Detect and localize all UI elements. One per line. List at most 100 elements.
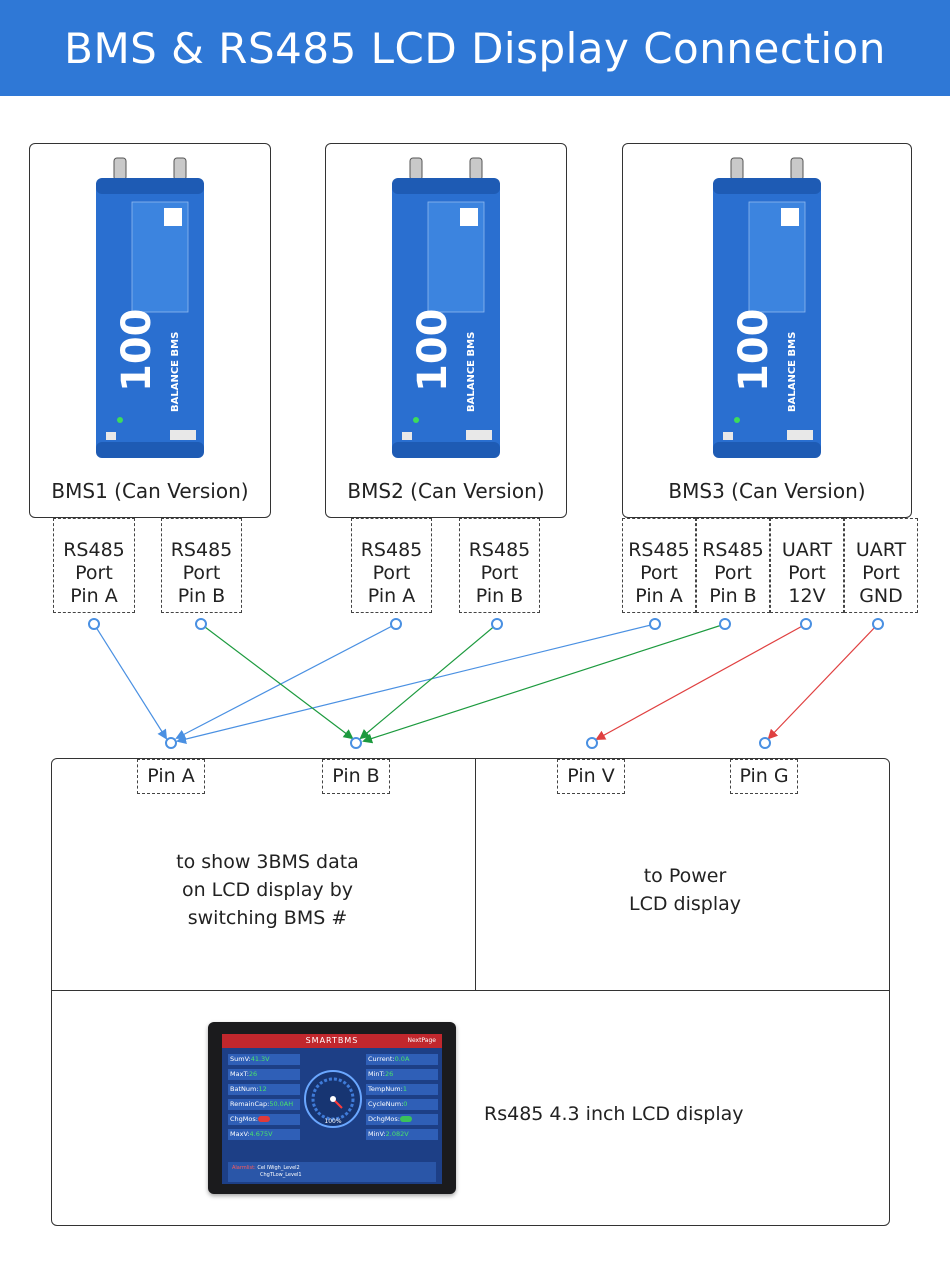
link-pin-a — [176, 623, 656, 744]
bms-device-text: BALANCE BMS — [466, 332, 477, 412]
terminal — [649, 618, 661, 630]
link-pin-b — [359, 623, 498, 740]
terminal — [872, 618, 884, 630]
link-pin-b — [362, 623, 726, 744]
lcd-pin-g: Pin G — [730, 759, 798, 794]
lcd-row: MaxV:4.675V — [228, 1129, 300, 1140]
bms-device-text: BALANCE BMS — [170, 332, 181, 412]
title-banner: BMS & RS485 LCD Display Connection — [0, 0, 950, 96]
bms-unit-2: 100 BALANCE BMS BMS2 (Can Version) — [325, 143, 567, 518]
port-label-line: RS485 — [360, 539, 423, 561]
port-label-line: Pin A — [70, 585, 118, 607]
link-pin-b — [200, 623, 354, 740]
port-label-line: UART — [781, 539, 833, 561]
desc-line: LCD display — [629, 893, 741, 915]
port-label-line: 12V — [788, 585, 826, 607]
port-bms3-uart-gnd: UART Port GND — [844, 518, 918, 613]
lcd-row: MaxT:26 — [228, 1069, 300, 1080]
lcd-row: Current:0.0A — [366, 1054, 438, 1065]
lcd-row: ChgMos: — [228, 1114, 300, 1125]
lcd-pin-b: Pin B — [322, 759, 390, 794]
port-label-line: Port — [182, 562, 221, 584]
terminal — [390, 618, 402, 630]
port-label-line: Pin A — [635, 585, 683, 607]
bms-label: BMS1 (Can Version) — [51, 479, 249, 503]
port-bms2-rs485-b: RS485 Port Pin B — [459, 518, 540, 613]
port-bms1-rs485-b: RS485 Port Pin B — [161, 518, 242, 613]
port-label-line: Port — [480, 562, 519, 584]
port-bms2-rs485-a: RS485 Port Pin A — [351, 518, 432, 613]
terminal — [88, 618, 100, 630]
port-label-line: Port — [862, 562, 900, 584]
lcd-row: TempNum:1 — [366, 1084, 438, 1095]
link-pin-a — [93, 623, 168, 740]
desc-line: to Power — [643, 865, 727, 887]
link-power-v — [595, 623, 807, 740]
divider — [475, 758, 476, 990]
port-label-line: RS485 — [63, 539, 125, 561]
lcd-row: DchgMos: — [366, 1114, 438, 1125]
lcd-next-page: NextPage — [407, 1037, 436, 1044]
bms-label: BMS2 (Can Version) — [347, 479, 545, 503]
port-label-line: RS485 — [468, 539, 531, 561]
port-label-line: Pin B — [177, 585, 226, 607]
soc-value: 100% — [324, 1118, 341, 1125]
lcd-title: SMARTBMS — [305, 1036, 359, 1045]
terminal — [586, 737, 598, 749]
svg-text:100: 100 — [410, 309, 456, 393]
lcd-row: CycleNum:0 — [366, 1099, 438, 1110]
port-label-line: Pin B — [709, 585, 757, 607]
desc-line: on LCD display by — [181, 879, 354, 901]
lcd-alarm-list: Alarmlist: Cel lWigh_Level2 ChgTLow_Leve… — [228, 1162, 436, 1182]
page-title: BMS & RS485 LCD Display Connection — [64, 23, 886, 73]
data-description: to show 3BMS data on LCD display by swit… — [140, 848, 395, 932]
soc-gauge: 100% — [304, 1070, 362, 1128]
port-label-line: Pin A — [367, 585, 416, 607]
desc-line: switching BMS # — [187, 907, 348, 929]
port-label-line: GND — [859, 585, 903, 607]
port-label-line: Port — [75, 562, 113, 584]
lcd-display-image: SMARTBMS NextPage SumV:41.3V MaxT:26 Bat… — [208, 1022, 456, 1194]
lcd-caption: Rs485 4.3 inch LCD display — [484, 1103, 744, 1125]
terminal — [719, 618, 731, 630]
terminal — [195, 618, 207, 630]
svg-text:100: 100 — [731, 309, 777, 393]
lcd-row: SumV:41.3V — [228, 1054, 300, 1065]
lcd-connection-panel — [51, 758, 890, 1226]
port-bms3-rs485-a: RS485 Port Pin A — [622, 518, 696, 613]
bms-device-image: 100 BALANCE BMS — [392, 157, 500, 458]
port-bms3-uart-12v: UART Port 12V — [770, 518, 844, 613]
lcd-screen: SMARTBMS NextPage SumV:41.3V MaxT:26 Bat… — [222, 1034, 442, 1184]
bms-unit-1: 100 BALANCE BMS BMS1 (Can Version) — [29, 143, 271, 518]
port-label-line: Port — [788, 562, 826, 584]
port-label-line: Port — [640, 562, 678, 584]
terminal — [759, 737, 771, 749]
terminal — [165, 737, 177, 749]
svg-text:100: 100 — [114, 309, 160, 393]
port-bms1-rs485-a: RS485 Port Pin A — [53, 518, 135, 613]
bms-label: BMS3 (Can Version) — [668, 479, 866, 503]
link-power-g — [767, 623, 879, 740]
port-label-line: Port — [714, 562, 752, 584]
terminal — [350, 737, 362, 749]
link-pin-a — [175, 623, 397, 739]
port-bms3-rs485-b: RS485 Port Pin B — [696, 518, 770, 613]
lcd-topbar: SMARTBMS NextPage — [222, 1034, 442, 1048]
port-label-line: RS485 — [702, 539, 764, 561]
desc-line: to show 3BMS data — [176, 851, 359, 873]
lcd-row: MinV:2.082V — [366, 1129, 438, 1140]
bms-device-image: 100 BALANCE BMS — [713, 157, 821, 458]
port-label-line: UART — [855, 539, 907, 561]
bms-device-text: BALANCE BMS — [787, 332, 798, 412]
lcd-pin-v: Pin V — [557, 759, 625, 794]
power-description: to Power LCD display — [585, 862, 785, 918]
port-label-line: RS485 — [628, 539, 690, 561]
lcd-row: BatNum:12 — [228, 1084, 300, 1095]
bms-device-image: 100 BALANCE BMS — [96, 157, 204, 458]
bms-unit-3: 100 BALANCE BMS BMS3 (Can Version) — [622, 143, 912, 518]
terminal — [491, 618, 503, 630]
port-label-line: RS485 — [170, 539, 233, 561]
lcd-pin-a: Pin A — [137, 759, 205, 794]
port-label-line: Port — [372, 562, 411, 584]
